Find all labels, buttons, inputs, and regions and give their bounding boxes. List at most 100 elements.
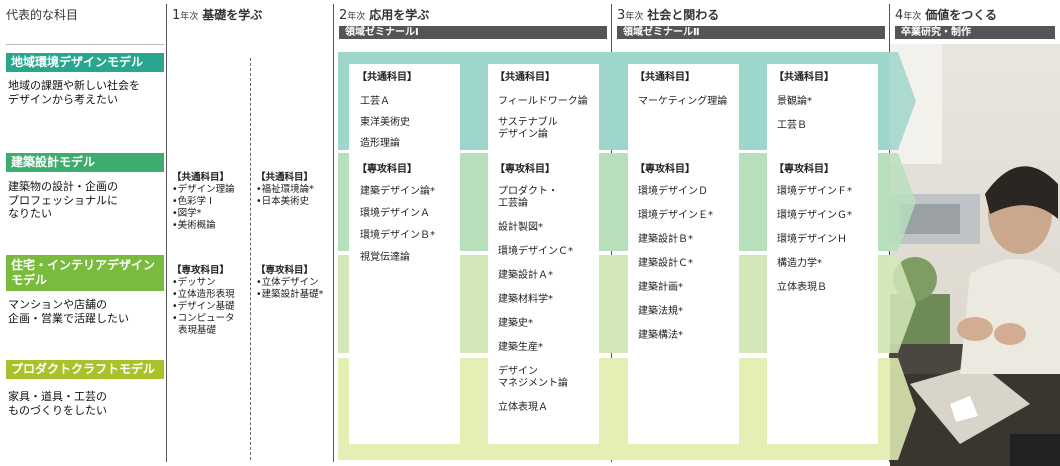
year4-number: 4 — [895, 8, 904, 23]
year2-course: サステナブル — [498, 117, 558, 128]
year1-right-common-title: 【共通科目】 — [256, 172, 314, 183]
year2-right-common-title: 【共通科目】 — [495, 72, 555, 83]
arrow-regional — [886, 52, 916, 150]
year3-unit: 年次 — [625, 12, 644, 22]
year3-course: 立体表現Ｂ — [777, 282, 827, 293]
arrow-interior — [886, 255, 916, 353]
year2-course: デザイン論 — [498, 129, 548, 140]
year2-course: 環境デザインＡ — [360, 208, 430, 219]
year4-header: 4年次価値をつくる — [895, 6, 997, 23]
year2-course: 環境デザインＢ* — [360, 230, 435, 241]
year2-course: 東洋美術史 — [360, 117, 410, 128]
arrow-product — [886, 358, 916, 460]
year2-course: プロダクト・ — [498, 186, 558, 197]
year3-right-major-title: 【専攻科目】 — [774, 164, 834, 175]
year3-left-common-title: 【共通科目】 — [635, 72, 695, 83]
year2-number: 2 — [339, 8, 348, 23]
year2-course: 工芸論 — [498, 198, 528, 209]
column-header-models: 代表的な科目 — [6, 8, 79, 22]
divider-col1 — [333, 4, 334, 462]
year4-title: 価値をつくる — [925, 8, 998, 22]
year1-left-common-title: 【共通科目】 — [172, 172, 230, 183]
model-architecture-desc-line: なりたい — [8, 207, 52, 220]
year2-course: 造形理論 — [360, 138, 400, 149]
year2-course: フィールドワーク論 — [498, 96, 588, 107]
model-interior-desc-line: マンションや店舗の — [8, 298, 107, 311]
model-regional-desc-line: デザインから考えたい — [8, 92, 118, 106]
model-architecture-desc-line: 建築物の設計・企画の — [8, 180, 118, 193]
progress-arrows — [886, 52, 916, 460]
year1-left-major: 【専攻科目】 •デッサン •立体造形表現 •デザイン基礎 •コンピュータ 表現基… — [172, 265, 235, 337]
seminar-1-bar: 領域ゼミナールⅠ — [339, 26, 607, 39]
year2-course: 建築生産* — [498, 342, 543, 353]
model-product-title: プロダクトクラフトモデル — [6, 360, 164, 379]
year3-course: 建築計画* — [638, 282, 683, 293]
rule-top — [6, 44, 164, 45]
year2-right-card — [488, 64, 599, 444]
year3-course: 環境デザインＦ* — [777, 186, 852, 197]
arrow-architecture — [886, 153, 916, 251]
year3-course: 景観論* — [777, 96, 812, 107]
model-product-desc: 家具・道具・工芸の ものづくりをしたい — [6, 390, 166, 417]
year1-course: •デザイン基礎 — [172, 301, 235, 312]
year1-right-major-title: 【専攻科目】 — [256, 265, 314, 276]
seminar-2-bar: 領域ゼミナールⅡ — [617, 26, 885, 39]
year2-course: 視覚伝達論 — [360, 252, 410, 263]
year3-course: 環境デザインＥ* — [638, 210, 713, 221]
year1-course: •建築設計基礎* — [256, 289, 324, 300]
divider-col0 — [166, 4, 167, 462]
year2-right-major-title: 【専攻科目】 — [495, 164, 555, 175]
year2-course: 建築デザイン論* — [360, 186, 435, 197]
model-regional-desc: 地域の課題や新しい社会を デザインから考えたい — [6, 79, 166, 106]
year2-unit: 年次 — [347, 12, 366, 22]
year2-course: 設計製図* — [498, 222, 543, 233]
year3-course: 建築構法* — [638, 330, 683, 341]
model-architecture-desc-line: プロフェッショナルに — [8, 193, 118, 207]
year2-course: 工芸Ａ — [360, 96, 390, 107]
year1-header: 1年次基礎を学ぶ — [172, 6, 262, 23]
year1-course: •日本美術史 — [256, 196, 310, 207]
model-regional-title: 地域環境デザインモデル — [6, 53, 164, 72]
year1-course: •デザイン理論 — [172, 184, 235, 195]
year2-course: 建築材料学* — [498, 294, 553, 305]
year3-course: 構造力学* — [777, 258, 822, 269]
year2-header: 2年次応用を学ぶ — [339, 6, 429, 23]
year3-left-card — [628, 64, 739, 444]
divider-year1-dashed — [250, 58, 251, 460]
year1-title: 基礎を学ぶ — [202, 8, 263, 22]
year2-title: 応用を学ぶ — [369, 8, 430, 22]
year3-course: 建築設計Ｂ* — [638, 234, 693, 245]
model-architecture-title: 建築設計モデル — [6, 153, 164, 172]
graduation-research-bar: 卒業研究・制作 — [895, 26, 1055, 39]
year1-course: •福祉環境論* — [256, 184, 314, 195]
year3-course: 環境デザインＤ — [638, 186, 708, 197]
year2-course: デザイン — [498, 366, 538, 377]
model-product-desc-line: 家具・道具・工芸の — [8, 390, 107, 403]
year3-course: 環境デザインＨ — [777, 234, 847, 245]
year1-course: •コンピュータ — [172, 313, 235, 324]
year2-course: マネジメント論 — [498, 378, 568, 389]
year3-number: 3 — [617, 8, 626, 23]
year1-left-major-title: 【専攻科目】 — [172, 265, 230, 276]
year1-number: 1 — [172, 8, 181, 23]
year3-course: 建築設計Ｃ* — [638, 258, 693, 269]
year2-course: 建築設計Ａ* — [498, 270, 553, 281]
year1-right-common: 【共通科目】 •福祉環境論* •日本美術史 — [256, 172, 314, 208]
year4-unit: 年次 — [903, 12, 922, 22]
model-product-desc-line: ものづくりをしたい — [8, 403, 107, 417]
model-interior-title-line1: 住宅・インテリアデザイン — [11, 258, 156, 272]
year3-course: 建築法規* — [638, 306, 683, 317]
model-architecture-desc: 建築物の設計・企画の プロフェッショナルに なりたい — [6, 180, 166, 221]
year2-left-major-title: 【専攻科目】 — [357, 164, 417, 175]
model-interior-desc: マンションや店舗の 企画・営業で活躍したい — [6, 298, 166, 325]
year1-left-common: 【共通科目】 •デザイン理論 •色彩学 Ⅰ •図学* •美術概論 — [172, 172, 235, 232]
year3-course: 環境デザインＧ* — [777, 210, 852, 221]
year1-course: 表現基礎 — [172, 325, 217, 336]
year1-course: •美術概論 — [172, 220, 216, 231]
year1-course: •立体造形表現 — [172, 289, 235, 300]
year1-course: •立体デザイン — [256, 277, 319, 288]
year1-course: •色彩学 Ⅰ — [172, 196, 212, 207]
year3-header: 3年次社会と関わる — [617, 6, 719, 23]
year1-unit: 年次 — [180, 12, 199, 22]
model-regional-desc-line: 地域の課題や新しい社会を — [8, 79, 140, 92]
